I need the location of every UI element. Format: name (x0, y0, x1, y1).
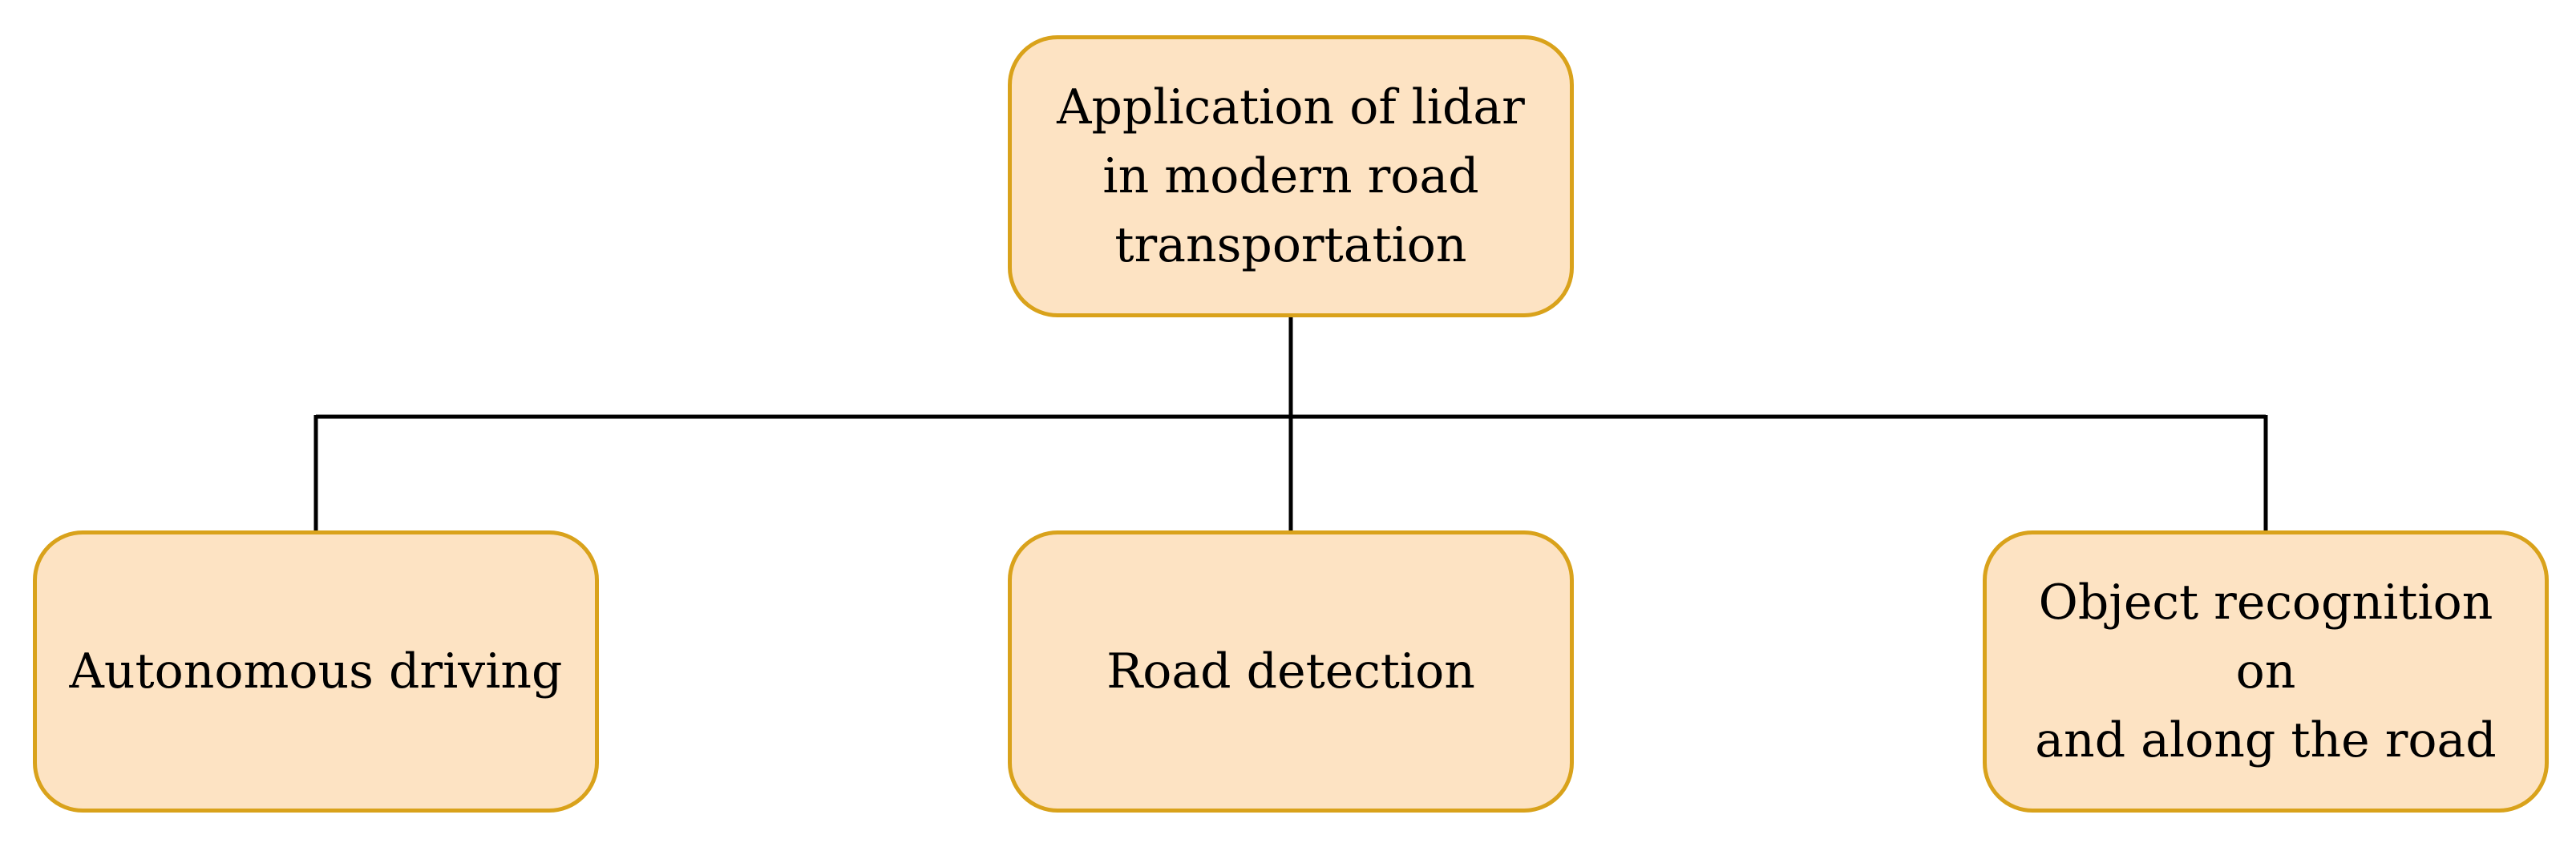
root-node: Application of lidar in modern road tran… (1008, 35, 1574, 317)
child-node-label: Autonomous driving (69, 643, 563, 700)
child-node-label: Object recognition on and along the road (2035, 575, 2497, 768)
child-node-label: Road detection (1106, 643, 1475, 700)
child-node-road-detection: Road detection (1008, 530, 1574, 813)
child-node-object-recognition: Object recognition on and along the road (1983, 530, 2549, 813)
root-node-label: Application of lidar in modern road tran… (1057, 79, 1525, 273)
child-node-autonomous-driving: Autonomous driving (33, 530, 599, 813)
